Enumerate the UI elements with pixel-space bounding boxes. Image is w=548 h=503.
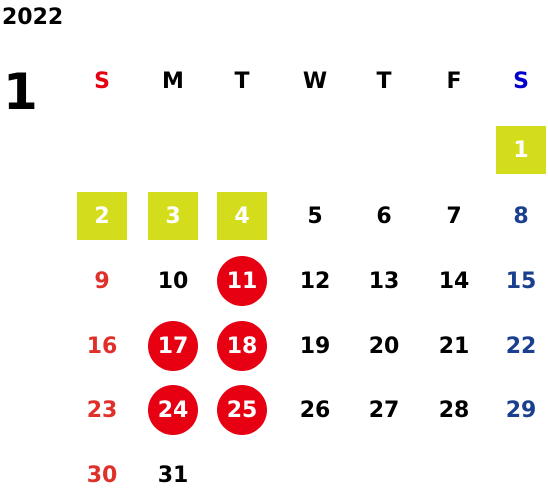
weekday-thu: T bbox=[376, 68, 392, 94]
day-number: 20 bbox=[368, 333, 400, 359]
day-cell[interactable]: 14 bbox=[424, 255, 484, 307]
day-number: 6 bbox=[376, 203, 392, 229]
day-number: 24 bbox=[148, 385, 198, 435]
day-cell[interactable]: 16 bbox=[72, 320, 132, 372]
day-cell-marked[interactable]: 25 bbox=[212, 384, 272, 436]
day-cell[interactable]: 21 bbox=[424, 320, 484, 372]
day-number: 25 bbox=[217, 385, 267, 435]
day-number: 28 bbox=[438, 397, 470, 423]
day-number: 22 bbox=[505, 333, 537, 359]
day-number: 8 bbox=[513, 203, 529, 229]
day-cell[interactable]: 9 bbox=[72, 255, 132, 307]
day-cell[interactable]: 29 bbox=[491, 384, 548, 436]
day-cell[interactable]: 19 bbox=[285, 320, 345, 372]
day-number: 10 bbox=[157, 268, 189, 294]
day-number: 19 bbox=[299, 333, 331, 359]
day-number: 5 bbox=[307, 203, 323, 229]
day-cell-holiday[interactable]: 4 bbox=[212, 190, 272, 242]
day-cell[interactable]: 7 bbox=[424, 190, 484, 242]
day-cell-marked[interactable]: 17 bbox=[143, 320, 203, 372]
day-cell[interactable]: 13 bbox=[354, 255, 414, 307]
weekday-wed: W bbox=[302, 68, 328, 94]
day-cell-holiday[interactable]: 1 bbox=[491, 124, 548, 176]
day-number: 16 bbox=[86, 333, 118, 359]
day-number: 3 bbox=[148, 192, 198, 240]
day-cell-holiday[interactable]: 3 bbox=[143, 190, 203, 242]
day-number: 13 bbox=[368, 268, 400, 294]
day-number: 21 bbox=[438, 333, 470, 359]
day-number: 23 bbox=[86, 397, 118, 423]
day-number: 18 bbox=[217, 321, 267, 371]
day-cell-marked[interactable]: 18 bbox=[212, 320, 272, 372]
day-cell[interactable]: 23 bbox=[72, 384, 132, 436]
day-cell[interactable]: 8 bbox=[491, 190, 548, 242]
year-label: 2022 bbox=[2, 5, 64, 30]
day-number: 14 bbox=[438, 268, 470, 294]
day-number: 30 bbox=[86, 462, 118, 488]
day-cell[interactable]: 31 bbox=[143, 449, 203, 501]
day-number: 9 bbox=[94, 268, 110, 294]
day-cell-holiday[interactable]: 2 bbox=[72, 190, 132, 242]
day-cell[interactable]: 5 bbox=[285, 190, 345, 242]
weekday-mon: M bbox=[162, 68, 184, 94]
day-number: 31 bbox=[157, 462, 189, 488]
weekday-sat: S bbox=[513, 68, 529, 94]
day-number: 26 bbox=[299, 397, 331, 423]
day-cell[interactable]: 26 bbox=[285, 384, 345, 436]
day-number: 12 bbox=[299, 268, 331, 294]
day-cell[interactable]: 28 bbox=[424, 384, 484, 436]
day-cell[interactable]: 12 bbox=[285, 255, 345, 307]
day-number: 27 bbox=[368, 397, 400, 423]
day-cell-marked[interactable]: 24 bbox=[143, 384, 203, 436]
weekday-fri: F bbox=[446, 68, 462, 94]
day-number: 4 bbox=[217, 192, 267, 240]
day-cell-marked[interactable]: 11 bbox=[212, 255, 272, 307]
day-number: 11 bbox=[217, 256, 267, 306]
month-number: 1 bbox=[3, 63, 38, 121]
day-cell[interactable]: 6 bbox=[354, 190, 414, 242]
day-cell[interactable]: 22 bbox=[491, 320, 548, 372]
weekday-tue: T bbox=[234, 68, 250, 94]
day-number: 29 bbox=[505, 397, 537, 423]
day-cell[interactable]: 27 bbox=[354, 384, 414, 436]
day-cell[interactable]: 20 bbox=[354, 320, 414, 372]
day-cell[interactable]: 30 bbox=[72, 449, 132, 501]
day-cell[interactable]: 10 bbox=[143, 255, 203, 307]
day-number: 1 bbox=[496, 126, 546, 174]
day-number: 17 bbox=[148, 321, 198, 371]
day-number: 15 bbox=[505, 268, 537, 294]
day-number: 7 bbox=[446, 203, 462, 229]
day-number: 2 bbox=[77, 192, 127, 240]
day-cell[interactable]: 15 bbox=[491, 255, 548, 307]
weekday-sun: S bbox=[94, 68, 110, 94]
